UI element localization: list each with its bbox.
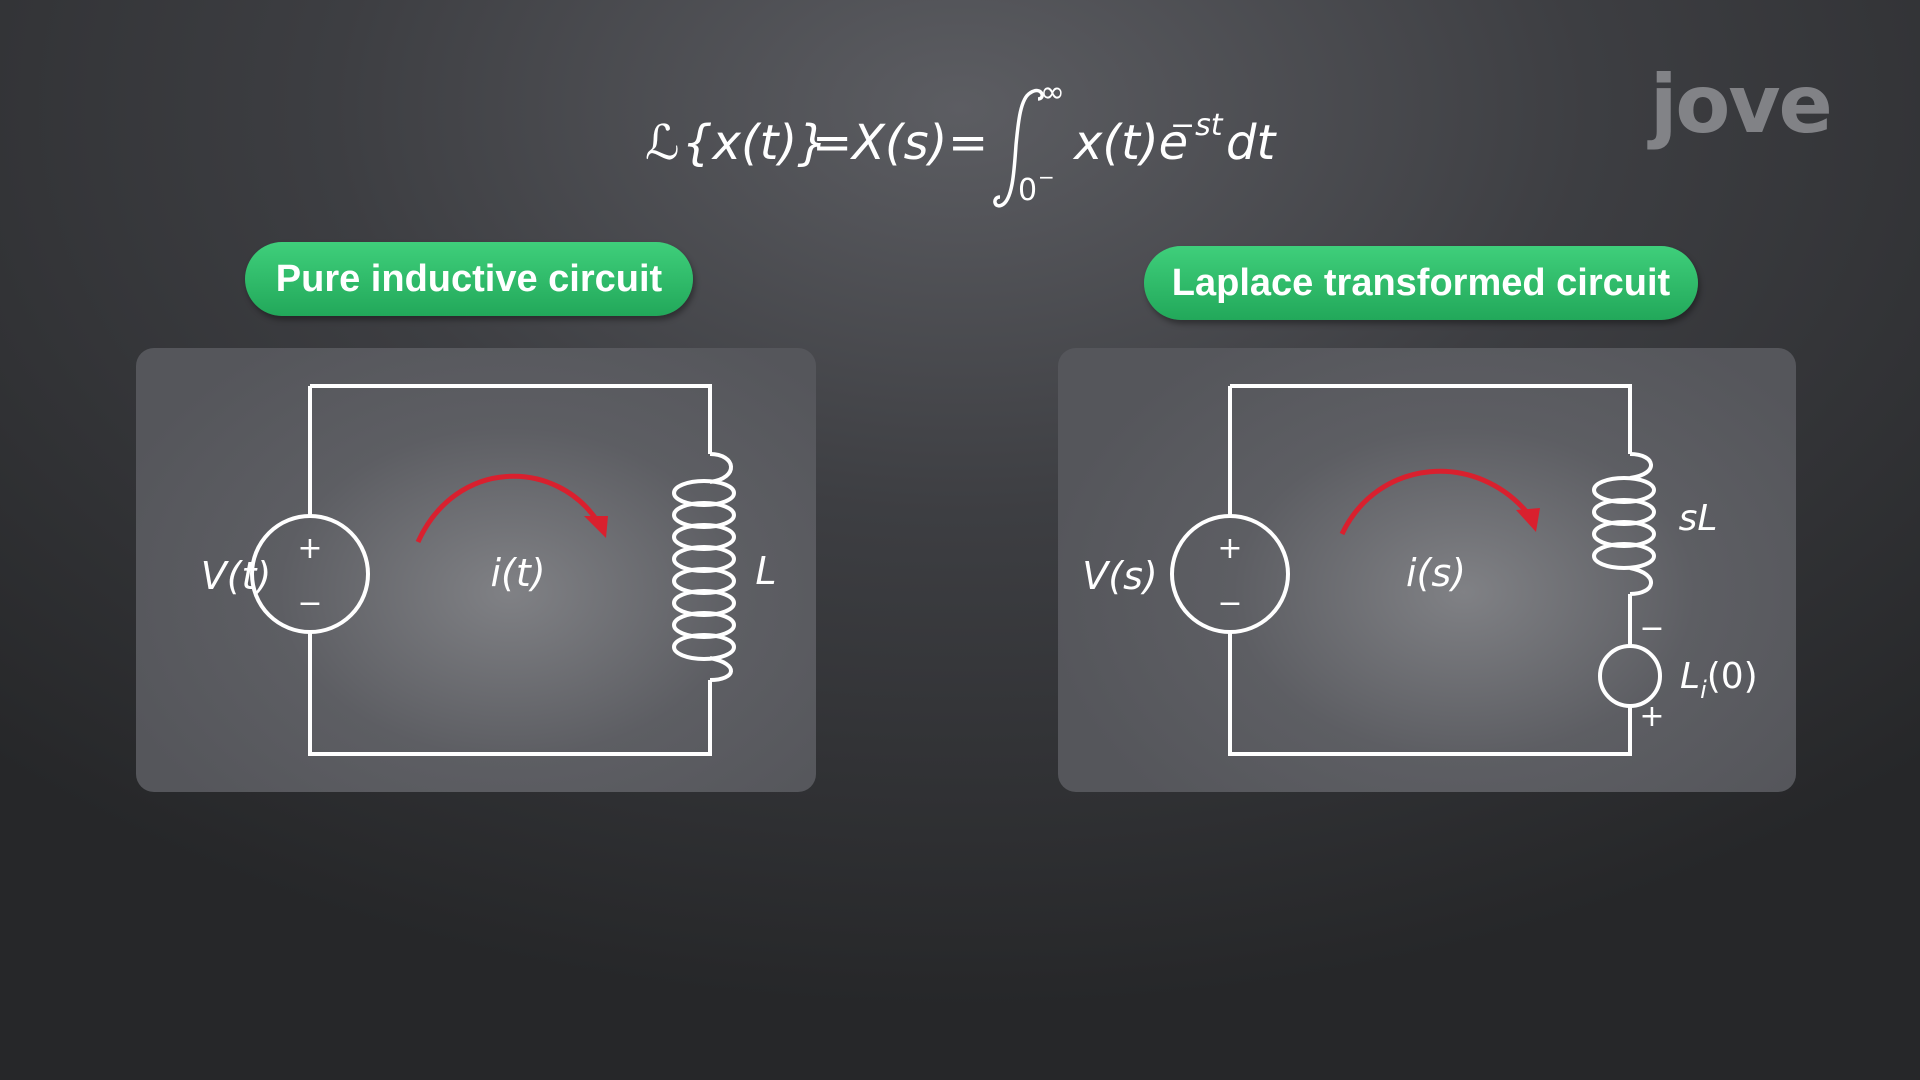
laplace-formula: ℒ {x(t)} = X(s) = ∞ 0 − x(t)e −st dt: [0, 75, 1920, 225]
upper-limit: ∞: [1040, 75, 1065, 110]
lower-limit: 0: [1018, 173, 1038, 208]
source-minus: −: [1217, 586, 1242, 621]
voltage-source-icon: [1170, 514, 1290, 634]
exponent: −st: [1170, 108, 1223, 143]
left-title-pill: Pure inductive circuit: [245, 242, 693, 316]
source-label: V(s): [1082, 554, 1157, 598]
laplace-circuit: + − V(s) sL − + Li(0) i(s): [1082, 384, 1758, 756]
inductor-coil-icon: [1592, 452, 1656, 596]
ic-minus: −: [1639, 611, 1664, 646]
inductor-label: sL: [1679, 498, 1718, 539]
formula-Xs: X(s): [852, 115, 948, 171]
right-circuit-panel: + − V(s) sL − + Li(0) i(s): [1058, 348, 1796, 792]
pure-inductive-circuit: + − V(t) L i(t): [201, 384, 777, 756]
current-arrow-icon: [1339, 468, 1532, 536]
inductor-label: L: [755, 549, 776, 593]
integral-sign: [993, 88, 1044, 208]
jove-logo: jove: [1650, 58, 1833, 151]
source-plus: +: [297, 531, 322, 566]
lower-limit-sup: −: [1038, 165, 1055, 189]
voltage-source-icon: [250, 514, 370, 634]
right-title-pill: Laplace transformed circuit: [1144, 246, 1698, 320]
current-label: i(t): [490, 551, 545, 595]
current-label: i(s): [1406, 551, 1466, 595]
ic-label: Li(0): [1680, 656, 1758, 704]
formula-lhs: {x(t)}: [682, 115, 828, 171]
source-label: V(t): [201, 554, 272, 598]
differential: dt: [1226, 115, 1276, 171]
source-minus: −: [297, 586, 322, 621]
current-arrow-icon: [415, 473, 601, 544]
initial-condition-source-icon: [1598, 644, 1662, 708]
inductor-coil-icon: [672, 452, 736, 682]
left-circuit-panel: + − V(t) L i(t): [136, 348, 816, 792]
integrand: x(t)e: [1074, 115, 1189, 171]
laplace-operator: ℒ: [645, 115, 680, 171]
ic-plus: +: [1639, 699, 1664, 734]
equals-sign: =: [948, 115, 989, 171]
equals-sign: =: [812, 115, 853, 171]
source-plus: +: [1217, 531, 1242, 566]
